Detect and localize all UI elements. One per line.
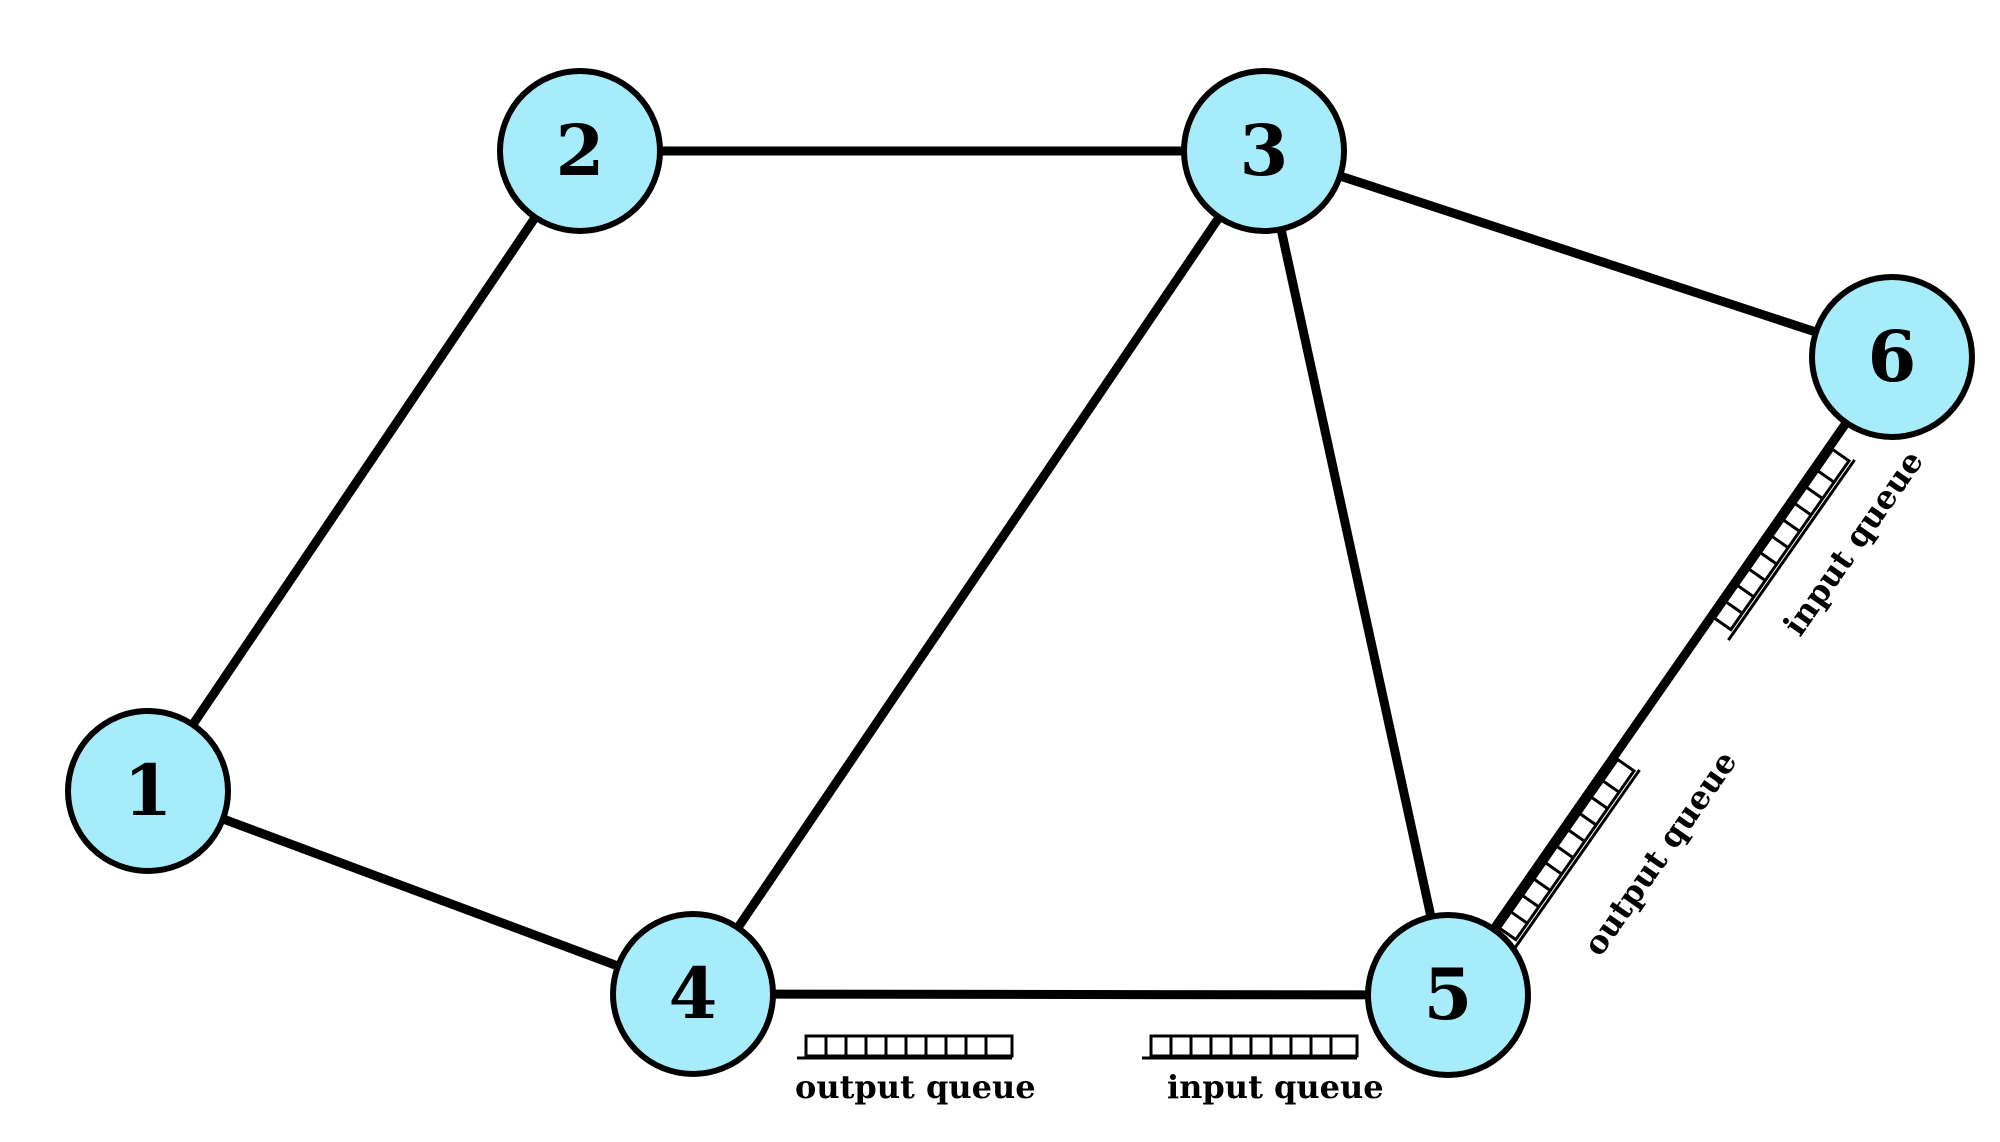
node-2: 2 [497,68,663,234]
edge-3-4 [688,146,1269,999]
edge-3-6 [1259,146,1897,362]
output-queue-4-5: output queue [795,1034,1036,1106]
input-queue-4-5: input queue [1142,1034,1384,1106]
edge-5-6 [1443,352,1897,1000]
node-label-2: 2 [556,109,605,192]
output-queue-5-6 [1497,757,1641,951]
edge-1-2 [143,146,585,796]
node-1: 1 [65,708,231,874]
input-queue-label-5-6: input queue [1775,443,1930,642]
edge-4-5 [688,989,1453,1000]
node-label-1: 1 [124,749,173,832]
node-6: 6 [1809,274,1975,440]
input-queue-label-4-5: input queue [1167,1068,1384,1106]
output-queue-label-4-5: output queue [795,1068,1036,1106]
node-label-4: 4 [669,952,718,1035]
node-5: 5 [1365,912,1531,1078]
edges [143,146,1897,1000]
edge-1-4 [143,786,698,999]
node-label-3: 3 [1240,109,1289,192]
input-queue-5-6 [1712,447,1856,641]
node-3: 3 [1181,68,1347,234]
node-label-5: 5 [1424,953,1473,1036]
edge-3-5 [1259,146,1453,1000]
node-4: 4 [610,911,776,1077]
node-label-6: 6 [1868,315,1917,398]
